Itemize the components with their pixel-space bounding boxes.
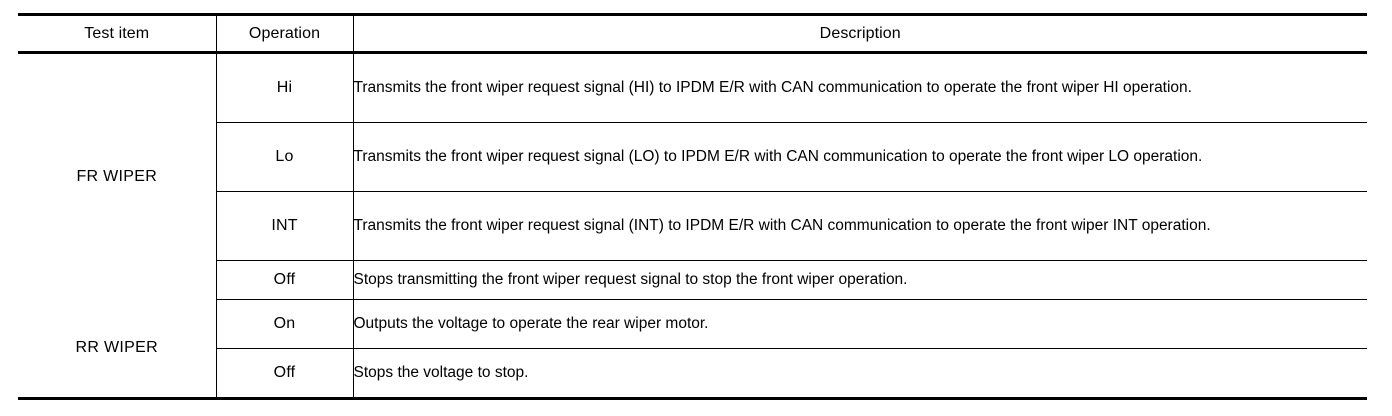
column-header-operation: Operation [216, 13, 354, 54]
table-row: INT Transmits the front wiper request si… [18, 191, 1367, 261]
operation-cell: Hi [216, 52, 354, 123]
table-row: RR WIPER On Outputs the voltage to opera… [18, 299, 1367, 400]
operation-cell: Lo [216, 122, 354, 192]
description-cell: Transmits the front wiper request signal… [353, 191, 1367, 261]
table-header-row: Test item Operation Description [18, 13, 1367, 54]
description-cell: Stops the voltage to stop. [353, 348, 1367, 400]
description-text: Stops the voltage to stop. [353, 364, 529, 382]
description-cell: Stops transmitting the front wiper reque… [353, 260, 1367, 300]
description-cell: Transmits the front wiper request signal… [353, 52, 1367, 123]
test-item-fr-wiper: FR WIPER [18, 52, 217, 300]
table-row: Lo Transmits the front wiper request sig… [18, 122, 1367, 192]
table-row: Off Stops the voltage to stop. [18, 348, 1367, 400]
operation-cell: INT [216, 191, 354, 261]
operation-cell: On [216, 299, 354, 349]
description-text: Transmits the front wiper request signal… [353, 217, 1211, 235]
test-item-rr-wiper: RR WIPER [18, 299, 217, 400]
column-header-description: Description [353, 13, 1367, 54]
operation-cell: Off [216, 348, 354, 400]
active-test-spec-table: Test item Operation Description FR WIPER… [18, 13, 1367, 400]
description-cell: Outputs the voltage to operate the rear … [353, 299, 1367, 349]
operation-cell: Off [216, 260, 354, 300]
description-text: Transmits the front wiper request signal… [353, 148, 1203, 166]
description-text: Transmits the front wiper request signal… [353, 79, 1192, 97]
description-cell: Transmits the front wiper request signal… [353, 122, 1367, 192]
table-body: FR WIPER Hi Transmits the front wiper re… [18, 52, 1367, 400]
description-text: Outputs the voltage to operate the rear … [353, 315, 709, 333]
table-row: FR WIPER Hi Transmits the front wiper re… [18, 52, 1367, 300]
description-text: Stops transmitting the front wiper reque… [353, 271, 908, 289]
table-row: Off Stops transmitting the front wiper r… [18, 260, 1367, 300]
column-header-test-item: Test item [18, 13, 217, 54]
table-header: Test item Operation Description [18, 13, 1367, 54]
